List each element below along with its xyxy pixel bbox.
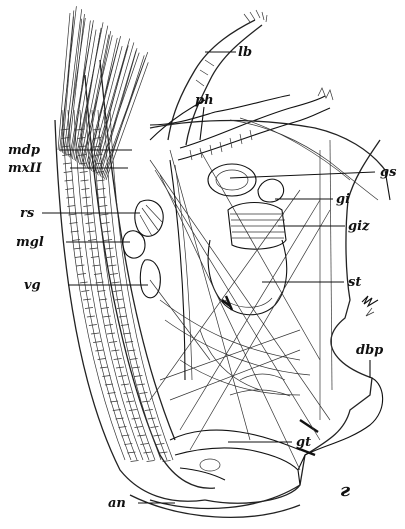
label-st: st [348, 275, 361, 290]
label-rs: rs [20, 206, 35, 221]
label-vg: vg [24, 278, 41, 293]
label-mgl: mgl [16, 235, 44, 250]
setae-appendage [55, 6, 215, 501]
label-giz: giz [348, 219, 370, 234]
label-mxII: mxII [8, 161, 43, 176]
label-gs: gs [380, 165, 397, 180]
label-gt: gt [296, 435, 311, 450]
label-an: an [108, 496, 126, 511]
internal-organs [123, 164, 318, 480]
label-ph: ph [195, 93, 214, 108]
label-gi: gi [336, 192, 350, 207]
label-dbp: dbp [356, 343, 383, 358]
panel-letter: г [340, 480, 350, 501]
label-lb: lb [238, 45, 252, 60]
muscle-fibres [150, 140, 332, 470]
label-mdp: mdp [8, 143, 40, 158]
dorsal-structures [362, 296, 378, 316]
